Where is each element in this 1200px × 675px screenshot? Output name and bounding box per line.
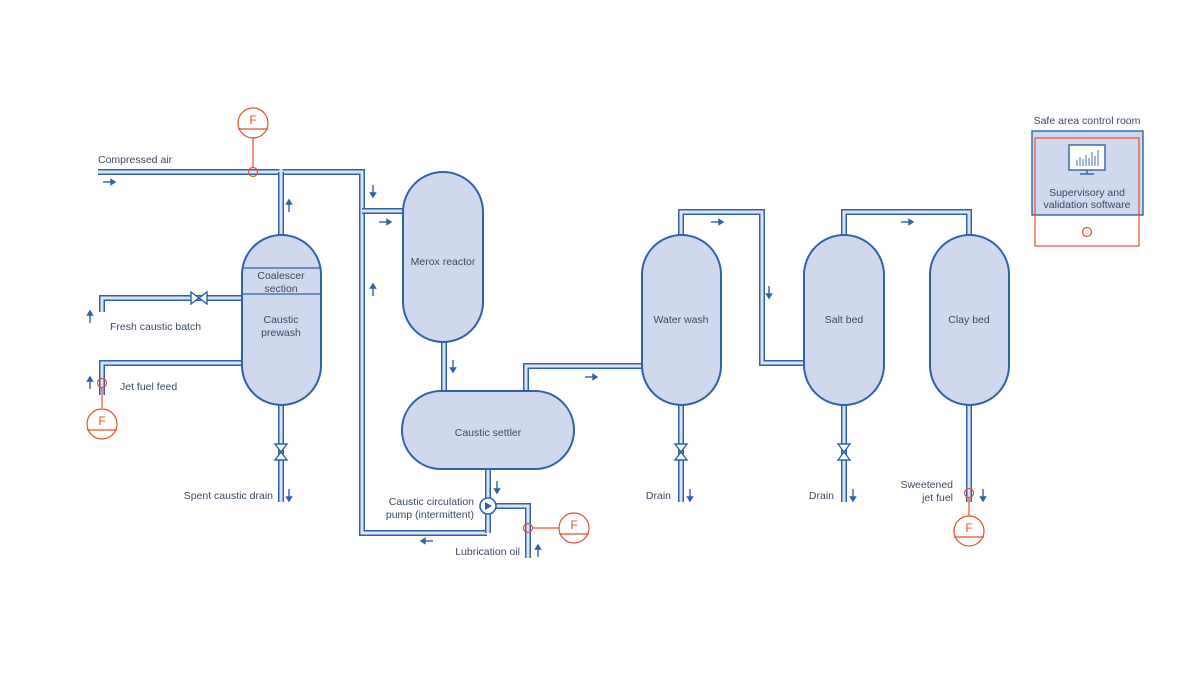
flow-arrow-icon	[86, 375, 94, 389]
lubrication-oil-label: Lubrication oil	[455, 546, 520, 558]
merox-reactor-vessel: Merox reactor	[402, 171, 484, 343]
merox-reactor-label: Merox reactor	[411, 256, 476, 268]
flow-meter-compressed-air[interactable]: F	[237, 107, 269, 178]
flow-arrow-icon	[449, 360, 457, 374]
sweetened-label-2: jet fuel	[921, 492, 953, 504]
flow-arrow-icon	[103, 178, 117, 186]
valve-icon[interactable]	[190, 290, 208, 306]
salt-bed-vessel: Salt bed	[803, 234, 885, 406]
software-label-2: validation software	[1044, 199, 1131, 211]
flow-arrow-icon	[493, 481, 501, 495]
coalescer-label-2: section	[264, 283, 297, 295]
water-wash-vessel: Water wash	[641, 234, 722, 406]
flow-arrow-icon	[285, 489, 293, 503]
drain-salt-bed-label: Drain	[809, 490, 834, 502]
flow-arrow-icon	[849, 489, 857, 503]
flow-meter-lubrication[interactable]: F	[522, 512, 590, 544]
caustic-prewash-label-2: prewash	[261, 327, 301, 339]
salt-bed-label: Salt bed	[825, 314, 864, 326]
control-room-indicator	[1081, 226, 1093, 238]
flow-arrows	[86, 178, 987, 557]
caustic-circulation-label-1: Caustic circulation	[389, 496, 474, 508]
jet-fuel-feed-label: Jet fuel feed	[120, 381, 177, 393]
fresh-caustic-batch-label: Fresh caustic batch	[110, 321, 201, 333]
valve-icon[interactable]	[836, 443, 852, 461]
flow-meter-symbol: F	[98, 414, 105, 428]
control-room-panel: Safe area control room Supervisory and v…	[1031, 115, 1144, 247]
flow-arrow-icon	[686, 489, 694, 503]
control-room-title: Safe area control room	[1034, 115, 1141, 127]
flow-arrow-icon	[711, 218, 725, 226]
water-wash-label: Water wash	[653, 314, 708, 326]
caustic-settler-label: Caustic settler	[455, 427, 522, 439]
clay-bed-label: Clay bed	[948, 314, 990, 326]
flow-arrow-icon	[369, 185, 377, 199]
spent-caustic-drain-label: Spent caustic drain	[184, 490, 273, 502]
compressed-air-label: Compressed air	[98, 154, 173, 166]
sweetened-label-1: Sweetened	[900, 479, 953, 491]
flow-meter-symbol: F	[249, 113, 256, 127]
valve-icon[interactable]	[273, 443, 289, 461]
flow-meter-symbol: F	[570, 518, 577, 532]
caustic-circulation-label-2: pump (intermittent)	[386, 509, 474, 521]
valve-icon[interactable]	[673, 443, 689, 461]
flow-arrow-icon	[979, 489, 987, 503]
caustic-prewash-vessel: Coalescer section Caustic prewash	[241, 234, 322, 406]
flow-arrow-icon	[369, 282, 377, 296]
flow-arrow-icon	[585, 373, 599, 381]
flow-arrow-icon	[379, 218, 393, 226]
flow-arrow-icon	[285, 198, 293, 212]
monitor-icon[interactable]	[1068, 144, 1106, 175]
clay-bed-vessel: Clay bed	[929, 234, 1010, 406]
coalescer-label-1: Coalescer	[257, 270, 305, 282]
flow-arrow-icon	[534, 543, 542, 557]
flow-meter-symbol: F	[965, 521, 972, 535]
software-label-1: Supervisory and	[1049, 187, 1125, 199]
caustic-prewash-label-1: Caustic	[263, 314, 298, 326]
flow-arrow-icon	[86, 309, 94, 323]
caustic-settler-vessel: Caustic settler	[401, 390, 575, 470]
pump-icon[interactable]	[479, 497, 497, 515]
flow-arrow-icon	[765, 286, 773, 300]
drain-water-wash-label: Drain	[646, 490, 671, 502]
flow-meter-sweetened[interactable]: F	[953, 487, 985, 547]
flow-meter-jet-fuel[interactable]: F	[86, 377, 118, 440]
flow-arrow-icon	[901, 218, 915, 226]
flow-arrow-icon	[419, 537, 433, 545]
